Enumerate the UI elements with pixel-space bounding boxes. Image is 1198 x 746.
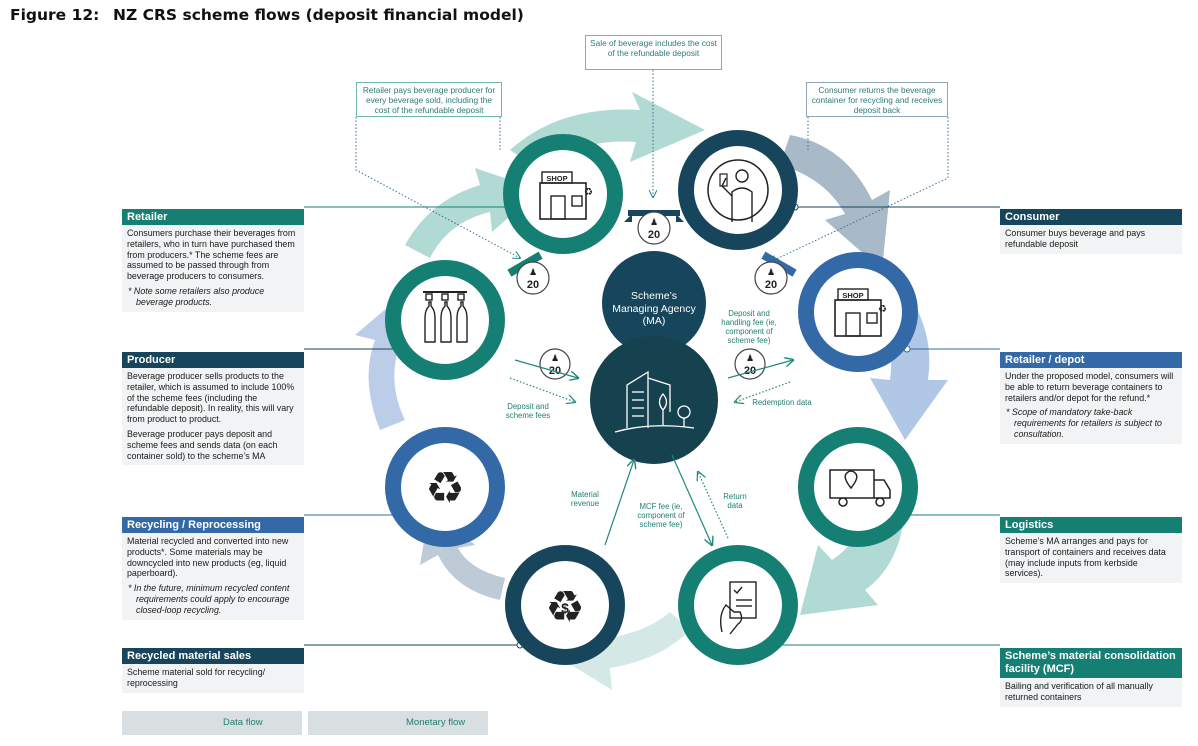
truck-icon xyxy=(829,469,891,507)
box-mcf: Scheme’s material consolidation facility… xyxy=(1000,648,1182,707)
figure-number: Figure 12: xyxy=(10,6,100,24)
box-producer-text-1: Beverage producer sells products to the … xyxy=(127,371,295,425)
callout-retailer-pays: Retailer pays beverage producer for ever… xyxy=(356,82,502,117)
box-retailer-text: Consumers purchase their beverages from … xyxy=(127,228,296,282)
callout-leaders xyxy=(355,70,949,262)
svg-text:♟: ♟ xyxy=(767,267,775,277)
box-recycling: Recycling / Reprocessing Material recycl… xyxy=(122,517,304,620)
figure-title: Figure 12: NZ CRS scheme flows (deposit f… xyxy=(10,6,524,24)
badge-value: 20 xyxy=(744,365,756,377)
box-consumer: Consumer Consumer buys beverage and pays… xyxy=(1000,209,1182,254)
box-retailer: Retailer Consumers purchase their bevera… xyxy=(122,209,304,312)
svg-text:♟: ♟ xyxy=(551,353,559,363)
label-deposit-scheme-fees: Deposit and scheme fees xyxy=(505,402,551,420)
label-material-revenue: Material revenue xyxy=(570,490,600,508)
badge-value: 20 xyxy=(527,279,539,291)
box-consumer-text: Consumer buys beverage and pays refundab… xyxy=(1005,228,1146,249)
callout-consumer-returns: Consumer returns the beverage container … xyxy=(806,82,948,117)
svg-text:♟: ♟ xyxy=(650,217,658,227)
label-deposit-handling-fee: Deposit and handling fee (ie, component … xyxy=(721,309,777,345)
node-sales: ♻ $ xyxy=(505,545,625,665)
legend-data-flow: Data flow xyxy=(122,711,302,735)
center-ma xyxy=(590,251,718,464)
box-mcf-title: Scheme’s material consolidation facility… xyxy=(1000,648,1182,678)
box-depot-title: Retailer / depot xyxy=(1000,352,1182,368)
center-ma-label: Scheme’s Managing Agency (MA) xyxy=(612,290,696,327)
label-redemption-data: Redemption data xyxy=(752,398,812,407)
box-recycling-title: Recycling / Reprocessing xyxy=(122,517,304,533)
box-producer-title: Producer xyxy=(122,352,304,368)
label-mcf-fee: MCF fee (ie, component of scheme fee) xyxy=(637,502,685,529)
bottle-icon xyxy=(719,173,728,187)
recycle-icon-large: ♻ xyxy=(425,464,464,513)
svg-text:♟: ♟ xyxy=(529,267,537,277)
box-producer: Producer Beverage producer sells product… xyxy=(122,352,304,466)
arrow-monetary-handling-fee xyxy=(727,360,793,379)
box-recycling-text: Material recycled and converted into new… xyxy=(127,536,289,579)
box-recycling-note: * In the future, minimum recycled conten… xyxy=(128,583,290,615)
node-shop-retailer: SHOP ♻ xyxy=(503,134,623,254)
arrow-data-redemption xyxy=(735,381,791,402)
node-logistics xyxy=(798,427,918,547)
box-mcf-text: Bailing and verification of all manually… xyxy=(1005,681,1153,702)
arrow-mcf-to-sales xyxy=(555,612,690,690)
box-sales: Recycled material sales Scheme material … xyxy=(122,648,304,693)
arrow-data-return xyxy=(698,472,729,539)
figure-title-text: NZ CRS scheme flows (deposit financial m… xyxy=(113,6,524,24)
svg-text:♟: ♟ xyxy=(746,353,754,363)
recycle-icon-2: ♻ xyxy=(878,304,887,315)
arrow-data-deposit xyxy=(509,377,575,402)
box-sales-title: Recycled material sales xyxy=(122,648,304,664)
box-depot-text: Under the proposed model, consumers will… xyxy=(1005,371,1174,403)
box-sales-text: Scheme material sold for recycling/ repr… xyxy=(127,667,266,688)
node-depot: SHOP ♻ xyxy=(798,252,918,372)
arrow-monetary-mcf-fee xyxy=(671,454,712,545)
legend-monetary-flow-label: Monetary flow xyxy=(406,717,466,728)
box-consumer-title: Consumer xyxy=(1000,209,1182,225)
box-logistics: Logistics Scheme’s MA arranges and pays … xyxy=(1000,517,1182,584)
shop-sign-1: SHOP xyxy=(546,174,567,183)
arrow-consumer-to-depot xyxy=(780,135,890,270)
badge-value: 20 xyxy=(648,229,660,241)
recycle-icon: ♻ xyxy=(584,187,593,198)
box-retailer-note: * Note some retailers also produce bever… xyxy=(128,285,265,307)
arrow-monetary-material-revenue xyxy=(604,460,634,546)
box-retailer-title: Retailer xyxy=(122,209,304,225)
node-recycling: ♻ xyxy=(385,427,505,547)
legend-data-flow-label: Data flow xyxy=(223,717,263,728)
node-consumer xyxy=(678,130,798,250)
building-icon xyxy=(614,370,695,433)
flow-arrows xyxy=(509,359,793,546)
node-mcf xyxy=(678,545,798,665)
svg-text:$: $ xyxy=(561,600,569,616)
badge-value: 20 xyxy=(765,279,777,291)
label-return-data: Return data xyxy=(723,492,747,510)
box-logistics-text: Scheme’s MA arranges and pays for transp… xyxy=(1005,536,1166,579)
checklist-icon xyxy=(719,581,757,635)
node-producer xyxy=(385,260,505,380)
callout-sale: Sale of beverage includes the cost of th… xyxy=(585,35,722,70)
box-depot-note: * Scope of mandatory take-back requireme… xyxy=(1006,407,1162,439)
box-logistics-title: Logistics xyxy=(1000,517,1182,533)
legend-monetary-flow: Monetary flow xyxy=(308,711,488,735)
factory-bottles-icon xyxy=(424,293,468,343)
shop-sign-2: SHOP xyxy=(842,291,863,300)
recycle-dollar-icon: ♻ xyxy=(545,583,584,632)
box-producer-text-2: Beverage producer pays deposit and schem… xyxy=(127,428,278,461)
arrow-monetary-deposit xyxy=(514,359,578,378)
deposit-badges: ♟ 20 ♟ 20 ♟ 20 ♟ 20 ♟ 20 xyxy=(507,210,797,380)
box-depot: Retailer / depot Under the proposed mode… xyxy=(1000,352,1182,444)
